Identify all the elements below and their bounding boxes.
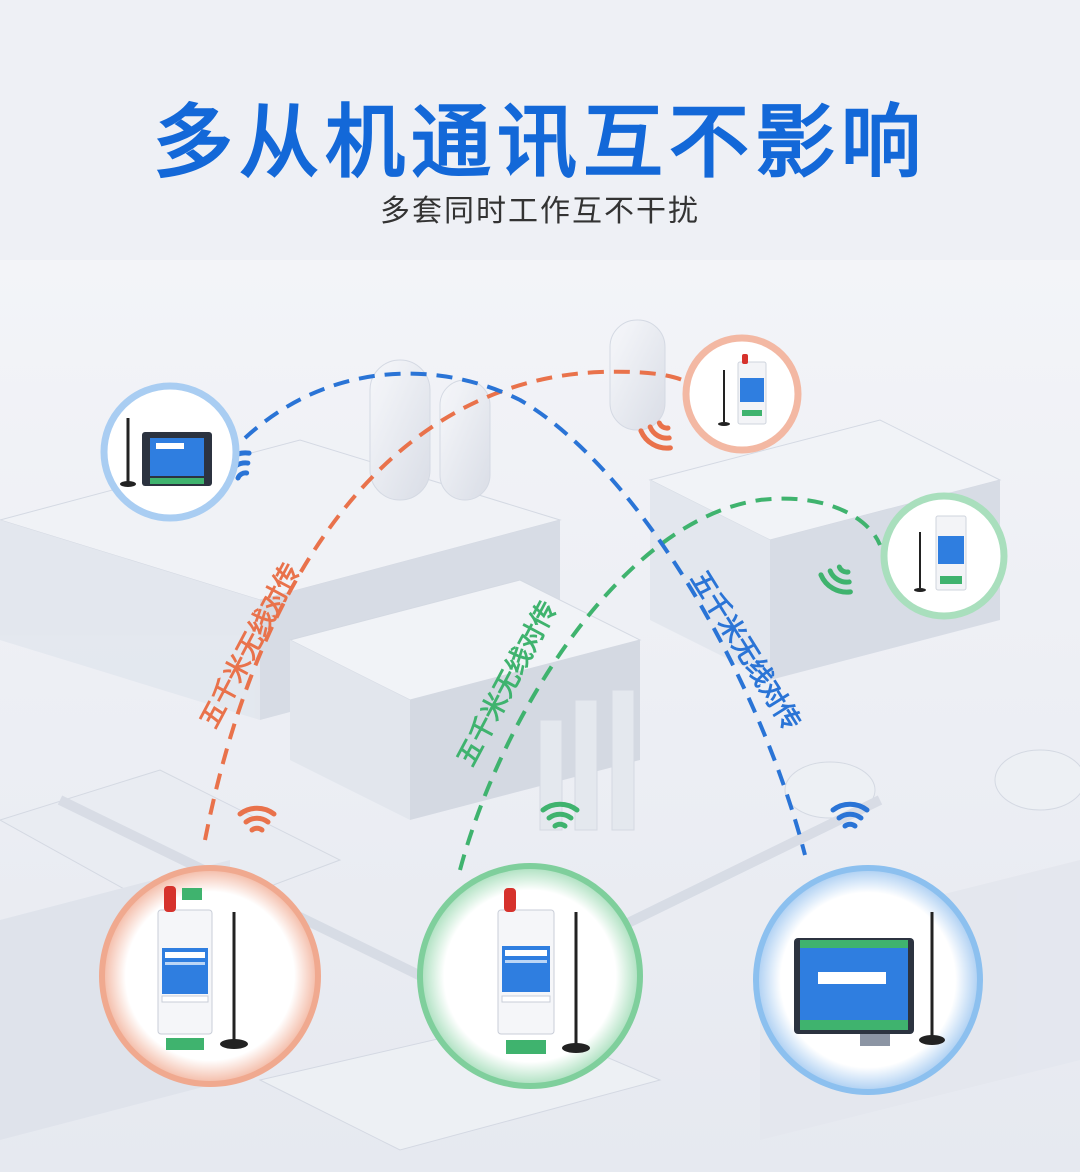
- node-din-module-orange: [99, 865, 321, 1087]
- node-din-module-small-green: [880, 492, 1008, 620]
- node-din-module-small-orange: [682, 334, 802, 454]
- node-io-box-blue: [753, 865, 983, 1095]
- link-blue: [243, 371, 807, 856]
- page-title: 多从机通讯互不影响: [153, 96, 927, 189]
- node-io-box-small: [100, 382, 240, 522]
- node-din-module-green: [417, 863, 643, 1089]
- page-subtitle: 多套同时工作互不干扰: [380, 194, 700, 229]
- link-green: [458, 496, 882, 871]
